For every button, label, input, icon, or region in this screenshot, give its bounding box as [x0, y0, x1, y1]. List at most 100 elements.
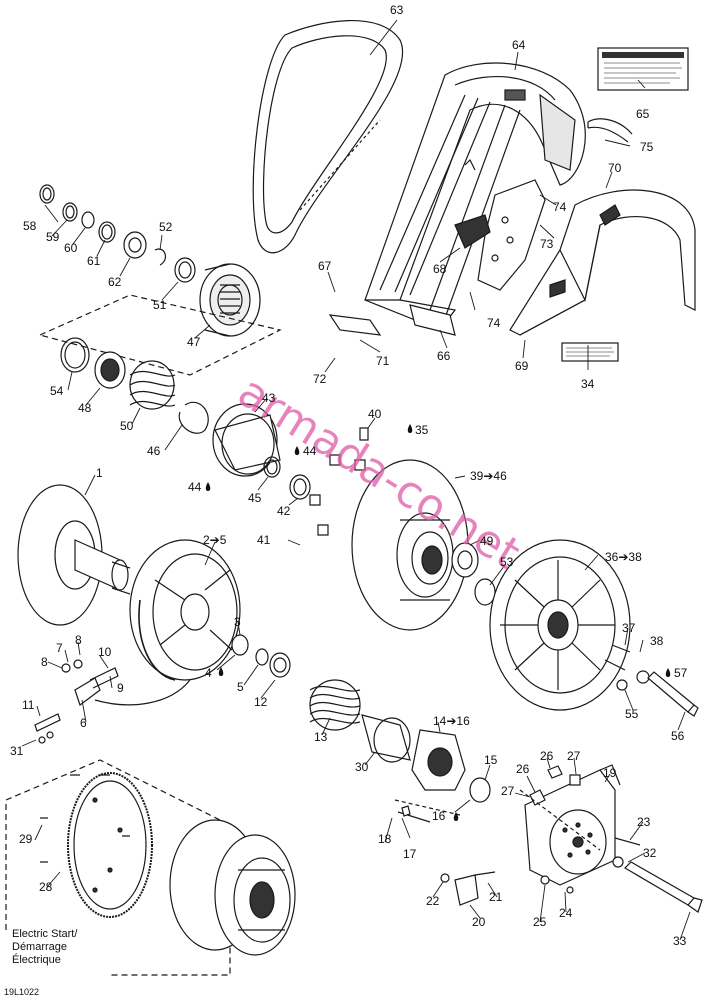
label-34: 34 — [581, 377, 595, 391]
leader-lines — [21, 19, 691, 941]
label-61: 61 — [87, 254, 101, 268]
label-70: 70 — [608, 161, 622, 175]
label-51: 51 — [153, 298, 167, 312]
label-68: 68 — [433, 262, 447, 276]
label-18: 18 — [378, 832, 392, 846]
label-27a: 27 — [567, 749, 581, 763]
label-56: 56 — [671, 729, 685, 743]
hairpin-clip — [587, 118, 633, 143]
small-fasteners — [519, 765, 601, 851]
movable-sheave — [351, 459, 469, 631]
label-37: 37 — [622, 621, 636, 635]
label-39to46: 39➔46 — [470, 469, 507, 483]
label-24: 24 — [559, 906, 573, 920]
label-74a: 74 — [553, 200, 567, 214]
label-69: 69 — [515, 359, 529, 373]
label-75: 75 — [640, 140, 654, 154]
label-31: 31 — [10, 744, 24, 758]
label-72: 72 — [313, 372, 327, 386]
label-58: 58 — [23, 219, 37, 233]
label-42: 42 — [277, 504, 291, 518]
caption-line-2: Démarrage — [12, 941, 67, 953]
label-13: 13 — [314, 730, 328, 744]
label-71: 71 — [376, 354, 390, 368]
sheave-rings — [231, 634, 291, 678]
drive-belt — [252, 20, 403, 254]
label-44a: 44 — [303, 444, 317, 458]
label-59: 59 — [46, 230, 60, 244]
label-54: 54 — [50, 384, 64, 398]
label-43: 43 — [262, 391, 276, 405]
label-41: 41 — [257, 533, 271, 547]
label-14to16: 14➔16 — [433, 714, 470, 728]
label-9: 9 — [117, 681, 124, 695]
washer-stack — [39, 184, 196, 283]
part-labels: 63 64 65 75 70 74 73 68 67 74 66 71 72 6… — [10, 3, 688, 948]
label-67: 67 — [318, 259, 332, 273]
grease-icons — [205, 424, 671, 821]
label-44b: 44 — [188, 480, 202, 494]
label-66: 66 — [437, 349, 451, 363]
label-8a: 8 — [75, 633, 82, 647]
info-label — [561, 342, 619, 362]
label-8b: 8 — [41, 655, 48, 669]
drive-spring — [309, 679, 411, 763]
support-bolts — [540, 837, 703, 913]
bushings — [263, 427, 369, 536]
label-19: 19 — [603, 766, 617, 780]
movable-drive-sheave — [129, 539, 241, 681]
governor-cup — [411, 729, 491, 803]
label-65: 65 — [636, 107, 650, 121]
caption-line-1: Electric Start/ — [12, 928, 78, 940]
spider-fasteners — [604, 644, 699, 717]
label-49: 49 — [480, 534, 494, 548]
label-63: 63 — [390, 3, 404, 17]
governor-bolts — [394, 799, 461, 823]
label-30: 30 — [355, 760, 369, 774]
label-52: 52 — [159, 220, 173, 234]
label-60: 60 — [64, 241, 78, 255]
support-bracket — [440, 871, 496, 906]
bracket-assembly — [328, 179, 546, 336]
warning-label — [597, 47, 689, 91]
label-29: 29 — [19, 832, 33, 846]
label-17: 17 — [403, 847, 417, 861]
label-23: 23 — [637, 815, 651, 829]
label-35: 35 — [415, 423, 429, 437]
label-25: 25 — [533, 915, 547, 929]
ring-gear — [67, 772, 153, 918]
bearing-and-spring — [60, 337, 176, 410]
label-73: 73 — [540, 237, 554, 251]
belt-guard — [364, 62, 586, 331]
label-21: 21 — [489, 890, 503, 904]
label-26b: 26 — [516, 762, 530, 776]
ring-gear-screws — [40, 774, 130, 863]
guard-cover — [509, 189, 696, 336]
label-47: 47 — [187, 335, 201, 349]
bearing-kit-outline — [38, 294, 282, 376]
label-15: 15 — [484, 753, 498, 767]
reference-code: 19L1022 — [4, 987, 39, 997]
label-20: 20 — [472, 915, 486, 929]
fixed-sheave — [17, 484, 131, 626]
electric-start-outline — [5, 759, 231, 976]
label-53: 53 — [500, 555, 514, 569]
label-6: 6 — [80, 716, 87, 730]
label-45: 45 — [248, 491, 262, 505]
label-74b: 74 — [487, 316, 501, 330]
label-4: 4 — [205, 666, 212, 680]
label-36to38: 36➔38 — [605, 550, 642, 564]
label-33: 33 — [673, 934, 687, 948]
label-2to5: 2➔5 — [203, 533, 227, 547]
label-38: 38 — [650, 634, 664, 648]
washer-and-ring — [451, 542, 496, 606]
label-26a: 26 — [540, 749, 554, 763]
starter-clutch — [169, 819, 296, 956]
label-5: 5 — [237, 680, 244, 694]
electric-start-caption: Electric Start/ Démarrage Électrique — [12, 928, 78, 966]
label-27b: 27 — [501, 784, 515, 798]
label-50: 50 — [120, 419, 134, 433]
one-way-bearing — [199, 263, 261, 337]
label-7: 7 — [56, 641, 63, 655]
